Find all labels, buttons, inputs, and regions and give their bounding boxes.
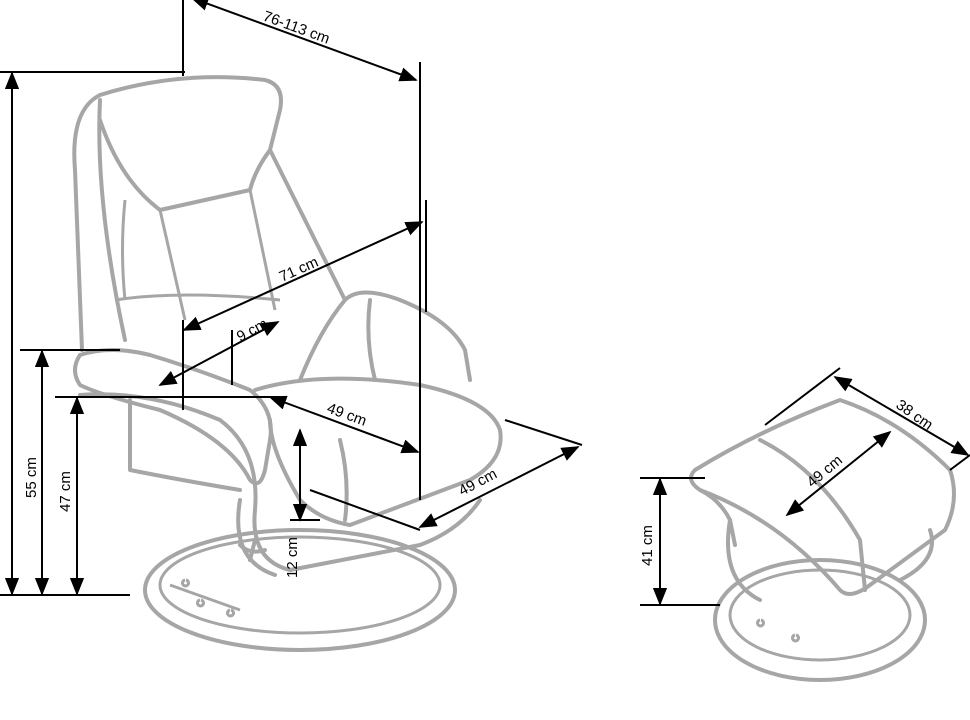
backrest-arrow [182,221,424,331]
ottoman-width-arrow [785,430,892,517]
label-armrest-height: 55 cm [23,457,40,498]
label-backrest-height: 71 cm [277,254,321,286]
ottoman-drawing [689,398,956,682]
label-armrest-width: 9 cm [234,315,271,345]
armrest-width-arrow [158,321,280,386]
seat-width-arrow [418,446,580,528]
dimension-lines [0,0,970,606]
label-base-clearance: 12 cm [284,537,301,578]
seat-depth-arrow [268,395,420,454]
label-ottoman-height: 41 cm [639,525,656,566]
depth-arrow [190,0,418,82]
label-seat-height: 47 cm [57,471,74,512]
label-seat-width: 49 cm [456,465,500,499]
ottoman-depth-arrow [833,376,970,456]
